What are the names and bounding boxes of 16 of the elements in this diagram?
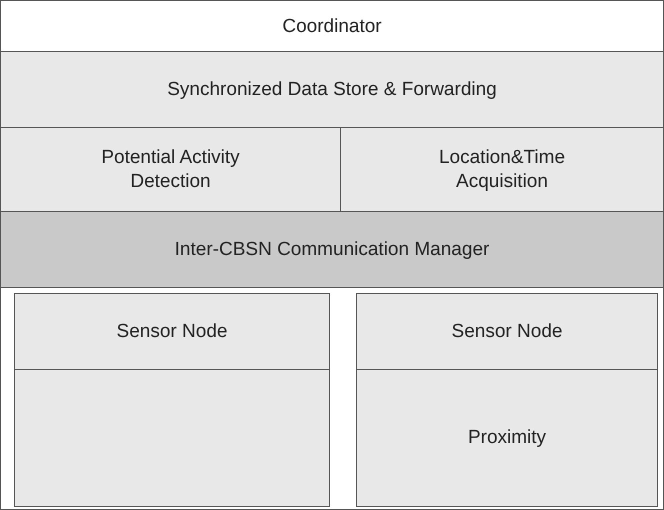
node-label: Proximity — [466, 426, 548, 450]
node-label: Coordinator — [281, 14, 383, 39]
node-label: Location&Time Acquisition — [438, 146, 566, 194]
node-label: Potential Activity Detection — [100, 146, 241, 194]
module-box — [356, 369, 658, 507]
module-box — [14, 369, 330, 507]
layer-box — [0, 211, 664, 288]
node-label: Sensor Node — [116, 320, 228, 344]
layer-box — [0, 51, 664, 128]
sensor-node-box — [14, 293, 330, 506]
node-label: Synchronized Data Store & Forwarding — [166, 78, 498, 102]
sensor-node-box — [356, 293, 658, 506]
module-box — [340, 127, 664, 212]
module-box — [0, 127, 341, 212]
node-label: Inter-CBSN Communication Manager — [174, 238, 490, 262]
node-label: Sensor Node — [450, 320, 564, 344]
